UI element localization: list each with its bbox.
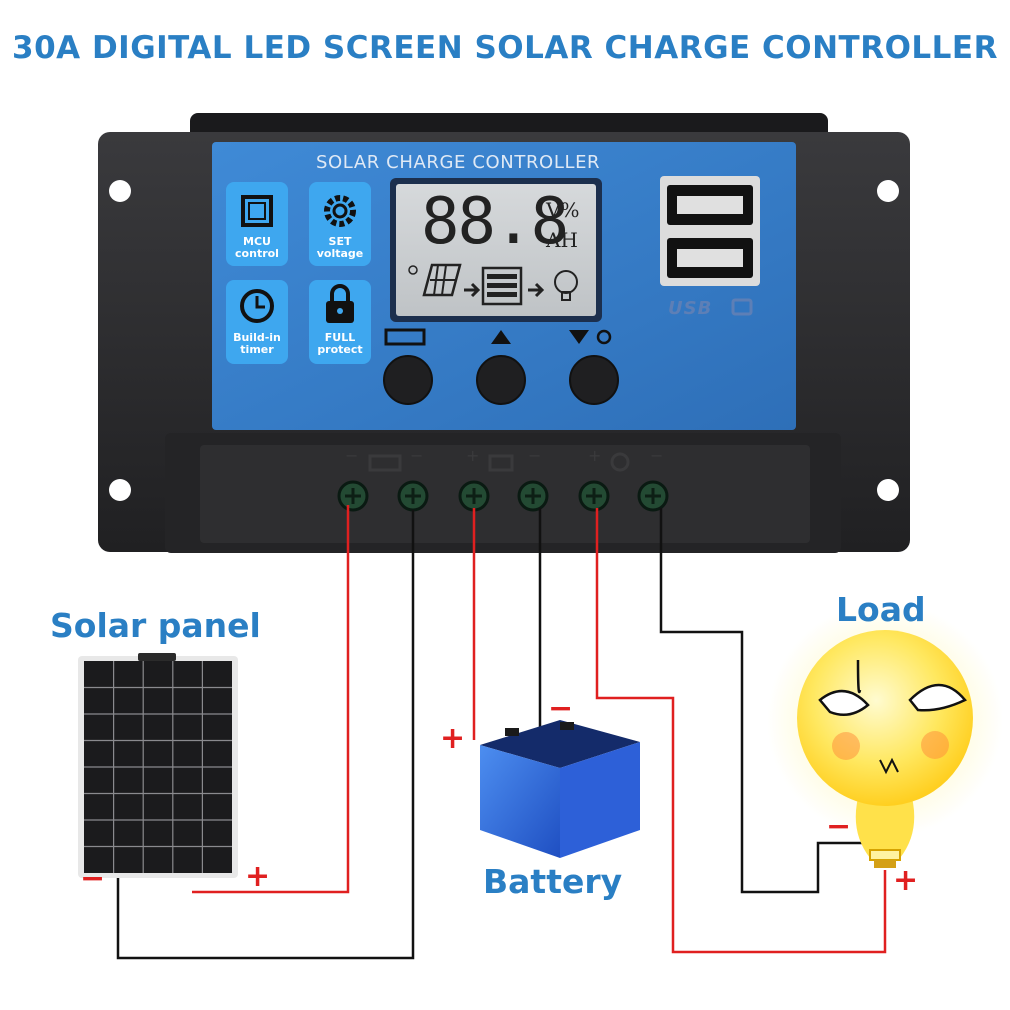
clock-icon [240,289,274,323]
light-icon [596,329,612,345]
lcd-unit-voltage-percent: V% [546,198,580,222]
battery-negative-sign: − [548,691,574,726]
solar-panel-icon [422,263,462,297]
solar-panel-label: Solar panel [50,606,261,645]
wire-load-negative [659,508,868,894]
battery-label: Battery [483,862,623,901]
mounting-hole-icon [877,180,899,202]
bulb-mouth [879,757,899,775]
controller-label: SOLAR CHARGE CONTROLLER [316,152,601,173]
battery-icon [481,266,523,306]
load-negative-sign: − [826,809,852,844]
load-bulb [767,602,1003,868]
feature-line2: timer [240,343,274,356]
arrow-right-icon [464,282,481,298]
load-label: Load [836,590,926,629]
feature-line2: voltage [316,247,364,260]
bulb-base [869,849,901,861]
bulb-eye [908,683,967,712]
bulb-cap [874,860,896,868]
mounting-hole-icon [109,479,131,501]
charge-controller [98,113,910,553]
up-button [476,355,526,405]
wire-solar-positive [192,505,350,894]
wires [116,505,887,960]
bulb-icon [554,270,578,301]
terminal-symbols [368,452,630,472]
feature-line1: SET [328,235,352,248]
lcd-unit-amp-hour: AH [546,228,578,252]
full-protect-label: FULL protect [309,332,371,356]
feature-line2: control [235,247,279,260]
terminal-sign: + [588,446,602,465]
down-arrow-icon [569,330,589,344]
menu-icon [384,328,426,346]
terminal-sign: − [528,446,542,465]
bulb-blush [832,732,860,760]
menu-button [383,355,433,405]
mounting-hole-icon [877,479,899,501]
solar-panel [78,653,238,878]
feature-line1: Build-in [233,331,281,344]
battery [480,720,640,858]
page-title: 30A DIGITAL LED SCREEN SOLAR CHARGE CONT… [12,30,998,66]
bulb-eye [818,690,870,717]
terminal-sign: − [650,446,664,465]
terminal-sign: − [345,446,359,465]
terminal-sign: + [466,446,480,465]
sun-icon [408,265,418,275]
feature-line1: FULL [324,331,356,344]
chip-icon [241,195,273,227]
battery-terminal [505,728,519,736]
wire-solar-negative [116,510,415,960]
solar-positive-sign: + [245,859,271,894]
gear-icon [324,195,356,227]
solar-panel-grid [84,661,232,873]
battery-positive-sign: + [440,721,466,756]
usb-label: USB [668,298,713,319]
terminal-sign: − [410,446,424,465]
load-positive-sign: + [893,863,919,898]
solar-negative-sign: − [80,861,106,896]
battery-terminal [560,722,574,730]
feature-line1: MCU [243,235,271,248]
down-button [569,355,619,405]
set-voltage-label: SET voltage [309,236,371,260]
lock-icon [326,284,354,323]
mounting-hole-icon [109,180,131,202]
bulb-blush [921,731,949,759]
wire-load-positive [595,508,887,954]
arrow-right-icon [528,282,545,298]
usb-icon [731,298,753,316]
bulb-globe [797,630,973,806]
lcd-screen [396,184,596,316]
feature-line2: protect [317,343,363,356]
timer-label: Build-in timer [226,332,288,356]
button-glyphs [384,328,612,346]
lcd-digits: 88.8 [421,185,569,259]
junction-box [138,653,176,661]
mcu-control-label: MCU control [226,236,288,260]
up-arrow-icon [491,330,511,344]
